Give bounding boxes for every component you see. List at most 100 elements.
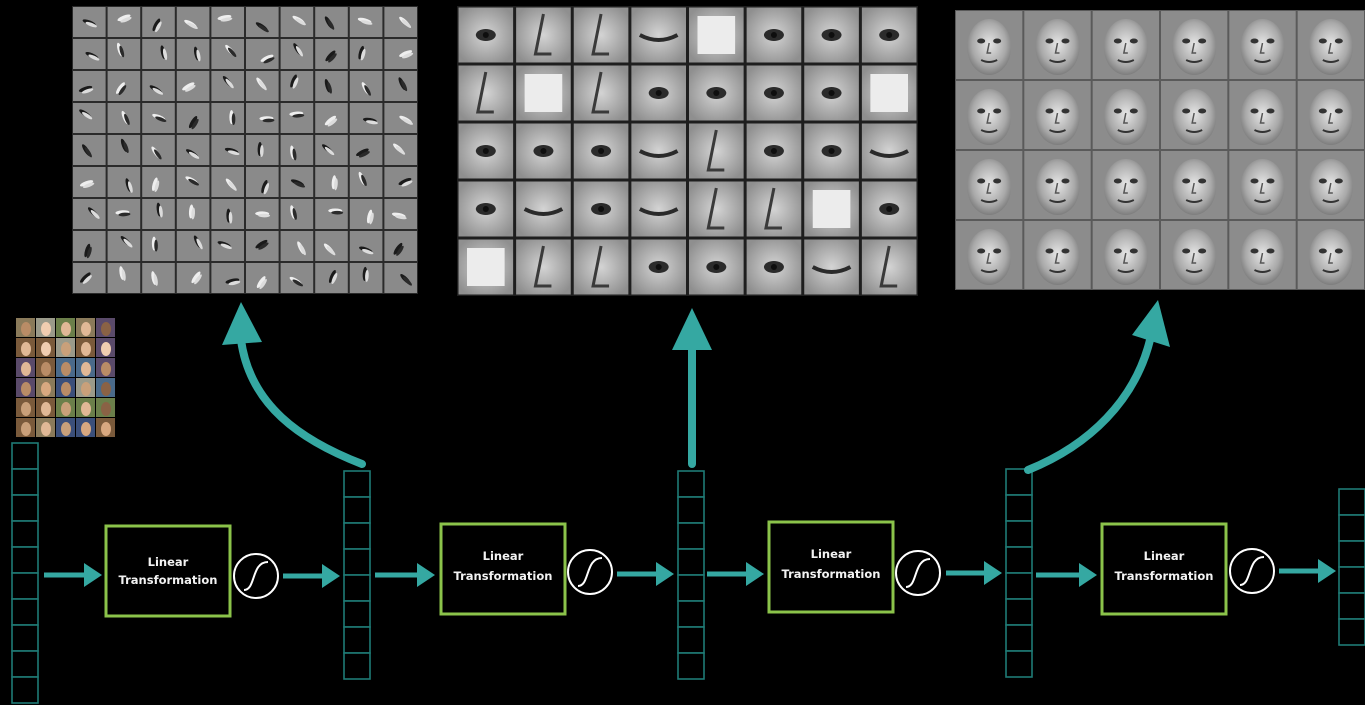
edge-stroke (328, 269, 336, 283)
sigmoid-icon (1229, 548, 1275, 594)
face-eye (1129, 108, 1138, 114)
edge-stroke (258, 213, 271, 218)
vector-cell (343, 574, 371, 602)
edge-stroke (334, 178, 338, 191)
face-shape (1240, 19, 1285, 75)
input-face-thumbnails (16, 318, 115, 437)
face-mouth (1185, 59, 1203, 63)
face-mouth (1049, 129, 1066, 133)
face-nose (986, 42, 992, 54)
vector-cell (1338, 514, 1365, 542)
edge-stroke (78, 85, 93, 92)
edge-stroke (188, 151, 200, 159)
layer-vectors (11, 442, 1365, 704)
face-shape (1308, 19, 1353, 75)
filter-cell (631, 181, 686, 237)
edge-stroke (255, 239, 268, 249)
filter-cell (280, 103, 314, 133)
face-mouth (1254, 269, 1271, 273)
face-mouth (1049, 59, 1066, 63)
linear-label-4a: Linear (1144, 549, 1185, 563)
face-shape (967, 229, 1012, 285)
edge-stroke (369, 212, 374, 225)
face-eye (1129, 248, 1138, 254)
filter-cell (315, 71, 348, 101)
linear-label-1a: Linear (148, 555, 189, 569)
face-nose (986, 112, 992, 124)
face-mouth (980, 59, 998, 63)
eye-pupil (828, 90, 835, 96)
vector-cell (343, 522, 371, 550)
vector-cell (11, 494, 39, 522)
edge-stroke (327, 81, 332, 94)
edge-stroke (153, 274, 158, 286)
edge-stroke (220, 17, 233, 22)
thumbnail-face (21, 382, 31, 396)
filter-cell (280, 39, 314, 69)
edge-stroke (360, 20, 373, 25)
filter-cell (861, 123, 917, 179)
edge-stroke (295, 18, 306, 26)
edge-stroke (225, 278, 240, 284)
filter-cell (384, 263, 417, 293)
face-eye (1198, 38, 1207, 44)
face-nose (1122, 112, 1128, 124)
feature-arrows (222, 300, 1170, 474)
eye-pupil (770, 32, 777, 38)
face-eye (1318, 38, 1327, 44)
flow-arrowhead (417, 563, 435, 587)
face-eye (1045, 248, 1054, 254)
vector-cell (677, 600, 705, 628)
edge-stroke (220, 243, 232, 249)
face-eye (1198, 248, 1207, 254)
edge-stroke (228, 211, 233, 224)
edge-stroke (115, 82, 125, 94)
edge-stroke (225, 78, 234, 89)
face-eye (993, 248, 1002, 254)
face-nose (1191, 112, 1197, 124)
face-shape (1035, 19, 1080, 75)
face-shape (1308, 229, 1353, 285)
arrowhead-2 (672, 308, 712, 350)
edge-stroke (263, 57, 275, 64)
mouth-feature (638, 149, 679, 158)
face-eye (993, 108, 1002, 114)
thumbnail-face (41, 402, 51, 416)
face-eye (1334, 108, 1343, 114)
vector-cell (677, 522, 705, 550)
filter-cell (315, 7, 348, 37)
face-mouth (1049, 199, 1066, 203)
linear-block-4: Linear Transformation (1100, 522, 1228, 616)
layer-vector-2 (343, 470, 371, 680)
nose-feature (706, 129, 725, 172)
edge-stroke (228, 181, 237, 191)
face-eye (977, 248, 986, 254)
filter-cell (176, 231, 210, 261)
nose-feature (591, 71, 610, 114)
face-shape (967, 159, 1012, 215)
vector-cell (1338, 592, 1365, 620)
edge-stroke (325, 50, 336, 62)
edge-stroke (292, 208, 297, 220)
face-mouth (1185, 199, 1203, 203)
edge-stroke (121, 269, 126, 281)
edge-stroke (119, 45, 125, 58)
face-eye (1061, 178, 1070, 184)
edge-stroke (82, 275, 92, 284)
edge-stroke (361, 174, 367, 187)
eye-pupil (598, 206, 605, 212)
panel-frame (955, 10, 1365, 290)
filter-cell (176, 7, 210, 37)
face-nose (986, 252, 992, 264)
face-mouth (1117, 129, 1135, 133)
edge-stroke (82, 182, 95, 188)
edge-stroke (117, 14, 131, 22)
edge-stroke (120, 17, 132, 23)
vector-cell (343, 626, 371, 654)
filter-cell (246, 7, 279, 37)
vector-cell (343, 548, 371, 576)
vector-cell (1338, 566, 1365, 594)
eye-pupil (482, 206, 489, 212)
face-eye (1045, 38, 1054, 44)
edge-filter-panel (72, 6, 418, 294)
